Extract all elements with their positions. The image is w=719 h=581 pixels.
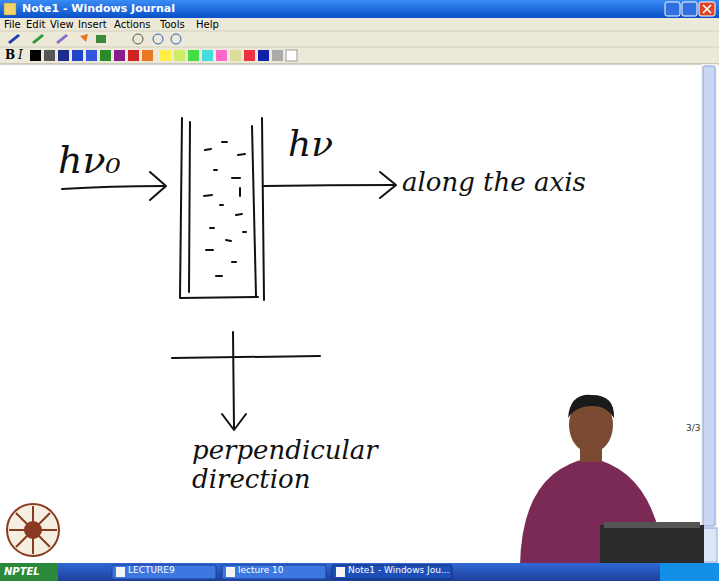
menu-item: Insert: [78, 19, 107, 30]
menu-item: View: [50, 19, 74, 30]
taskbar-item: lecture 10: [238, 566, 284, 576]
bold-button: B: [5, 49, 15, 62]
italic-button: I: [18, 49, 23, 62]
menu-item: Actions: [114, 19, 151, 30]
logo-text: NPTEL: [4, 566, 40, 577]
photon-energy-label: hν: [288, 124, 333, 164]
menu-item: Help: [196, 19, 219, 30]
direction-note: perpendicular direction: [192, 436, 392, 493]
page-number: 3/3: [686, 424, 700, 434]
window-title: Note1 - Windows Journal: [22, 3, 175, 15]
taskbar-item: LECTURE9: [128, 566, 175, 576]
taskbar-item: Note1 - Windows Jou...: [348, 566, 449, 576]
photon-energy-label: hν₀: [58, 140, 121, 182]
direction-note: along the axis: [402, 168, 586, 197]
menu-item: Tools: [160, 19, 185, 30]
menu-item: File: [4, 19, 21, 30]
menu-item: Edit: [26, 19, 45, 30]
